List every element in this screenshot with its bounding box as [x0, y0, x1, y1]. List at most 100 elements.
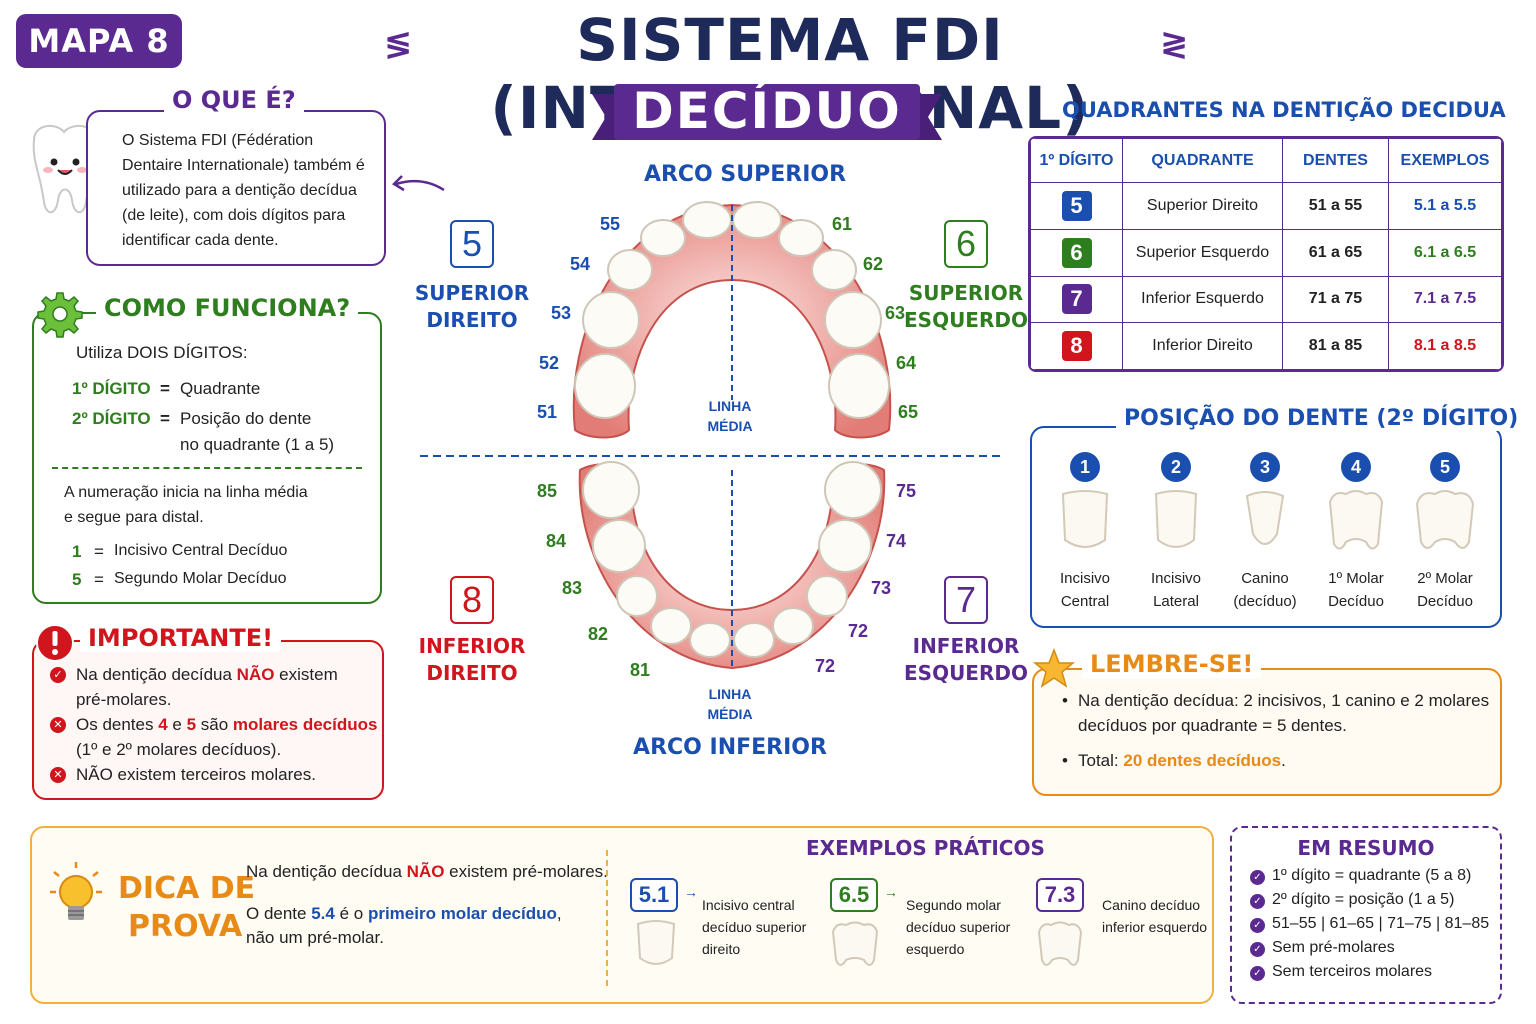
lateral-incisor-icon: [1154, 490, 1198, 548]
tooth-number: 55: [600, 214, 621, 234]
position-number: 1: [1070, 452, 1100, 482]
digit1-label: 1º DÍGITO: [72, 379, 151, 398]
example-code: 5.1: [630, 878, 678, 912]
check-icon: ✓: [50, 667, 66, 683]
example1-num: 1: [72, 542, 82, 561]
tooth-number: 64: [896, 353, 917, 373]
example-text: Incisivo central decíduo superior direit…: [702, 897, 807, 957]
tooth-number: 84: [546, 531, 567, 551]
second-molar-icon: [1415, 490, 1475, 549]
divider: [52, 467, 362, 469]
table-row: 6 Superior Esquerdo 61 a 65 6.1 a 6.5: [1030, 228, 1502, 277]
example2-num: 5: [72, 570, 82, 589]
important-line-2b: (1º e 2º molares decíduos).: [76, 740, 282, 759]
remember-line-3: Total: 20 dentes decíduos.: [1078, 751, 1286, 770]
table-cell: 6.1 a 6.5: [1388, 228, 1502, 277]
remember-line-2: decíduos por quadrante = 5 dentes.: [1078, 716, 1347, 735]
example-code: 6.5: [830, 878, 878, 912]
important-line-1: Na dentição decídua NÃO existem: [76, 665, 338, 684]
digit2-eq: =: [160, 409, 170, 428]
table-cell: Inferior Esquerdo: [1122, 275, 1283, 324]
table-row: 7 Inferior Esquerdo 71 a 75 7.1 a 7.5: [1030, 275, 1502, 324]
remember-line-1: Na dentição decídua: 2 incisivos, 1 cani…: [1078, 691, 1490, 710]
important-title: IMPORTANTE!: [80, 624, 282, 652]
tooth-number: 53: [551, 303, 572, 323]
tooth-number: 52: [539, 353, 560, 373]
table-header: 1º DÍGITO: [1030, 138, 1123, 183]
quadrant-table: 1º DÍGITO QUADRANTE DENTES EXEMPLOS 5 Su…: [1028, 136, 1504, 372]
lightbulb-icon: [50, 862, 102, 920]
bullet-icon: •: [1062, 691, 1068, 710]
summary-item: 51–55 | 61–65 | 71–75 | 81–85: [1272, 915, 1490, 932]
remember-title: LEMBRE-SE!: [1082, 650, 1262, 678]
digit2-value: Posição do dente: [180, 409, 312, 428]
summary-item: Sem terceiros molares: [1272, 963, 1433, 980]
tooth-number: 82: [588, 624, 609, 644]
tooth-number: 85: [537, 481, 558, 501]
example1-eq: =: [94, 542, 104, 561]
table-row: 8 Inferior Direito 81 a 85 8.1 a 8.5: [1030, 322, 1502, 370]
cross-icon: ✕: [50, 717, 66, 733]
canine-icon: [1245, 491, 1285, 545]
table-cell: 51 a 55: [1282, 182, 1389, 230]
first-molar-icon: [1328, 490, 1384, 550]
check-icon: ✓: [1250, 966, 1265, 981]
summary-box: [1230, 826, 1502, 1004]
quadrant-5-badge: 5: [450, 220, 494, 268]
alert-icon: [36, 624, 74, 662]
title-deco-right: ≷: [1160, 24, 1189, 64]
tooth-position-title: POSIÇÃO DO DENTE (2º DÍGITO): [1116, 406, 1527, 431]
example2-text: Segundo Molar Decíduo: [114, 570, 287, 587]
digit2-label: 2º DÍGITO: [72, 409, 151, 428]
cross-icon: ✕: [50, 767, 66, 783]
table-header: DENTES: [1282, 138, 1389, 183]
tip-text-3: não um pré-molar.: [246, 928, 384, 947]
quadrant-table-title: QUADRANTES NA DENTIÇÃO DECIDUA: [1062, 98, 1506, 122]
arrow-right-icon: →: [884, 884, 898, 900]
example-text: Canino decíduo inferior esquerdo: [1102, 897, 1208, 935]
upper-arch-label: ARCO SUPERIOR: [643, 162, 847, 187]
table-row: 5 Superior Direito 51 a 55 5.1 a 5.5: [1030, 182, 1502, 230]
tooth-mascot-icon: [32, 124, 98, 214]
how-it-works-box: [32, 312, 382, 604]
example1-text: Incisivo Central Decíduo: [114, 542, 288, 559]
digit1-eq: =: [160, 379, 170, 398]
table-header-row: 1º DÍGITO QUADRANTE DENTES EXEMPLOS: [1030, 138, 1502, 183]
remember-box: [1032, 668, 1502, 796]
what-is-title: O QUE É?: [164, 86, 304, 114]
incisor-icon: [636, 920, 676, 965]
table-cell: Superior Esquerdo: [1122, 228, 1283, 277]
table-header: QUADRANTE: [1122, 138, 1283, 183]
quadrant-7-badge: 7: [944, 576, 988, 624]
digit-badge: 5: [1061, 190, 1092, 221]
check-icon: ✓: [1250, 918, 1265, 933]
quadrant-8-badge: 8: [450, 576, 494, 624]
position-number: 5: [1430, 452, 1460, 482]
arrow-left-icon: [391, 175, 445, 192]
star-icon: [1032, 648, 1076, 688]
example-code: 7.3: [1036, 878, 1084, 912]
banner-title: DECÍDUO: [632, 82, 902, 140]
tooth-number: 73: [871, 578, 892, 598]
digit-badge: 8: [1061, 331, 1092, 362]
bullet-icon: •: [1062, 751, 1068, 770]
table-cell: 8.1 a 8.5: [1388, 322, 1502, 370]
check-icon: ✓: [1250, 870, 1265, 885]
divider: [606, 850, 608, 986]
tooth-number: 72: [848, 621, 869, 641]
title-deco-left: ≶: [384, 24, 413, 64]
summary-title: EM RESUMO: [1297, 836, 1435, 860]
important-line-2: Os dentes 4 e 5 são molares decíduos: [76, 715, 378, 734]
table-cell: 61 a 65: [1282, 228, 1389, 277]
map-tag: MAPA 8: [16, 14, 182, 68]
digit-badge: 7: [1061, 284, 1092, 315]
